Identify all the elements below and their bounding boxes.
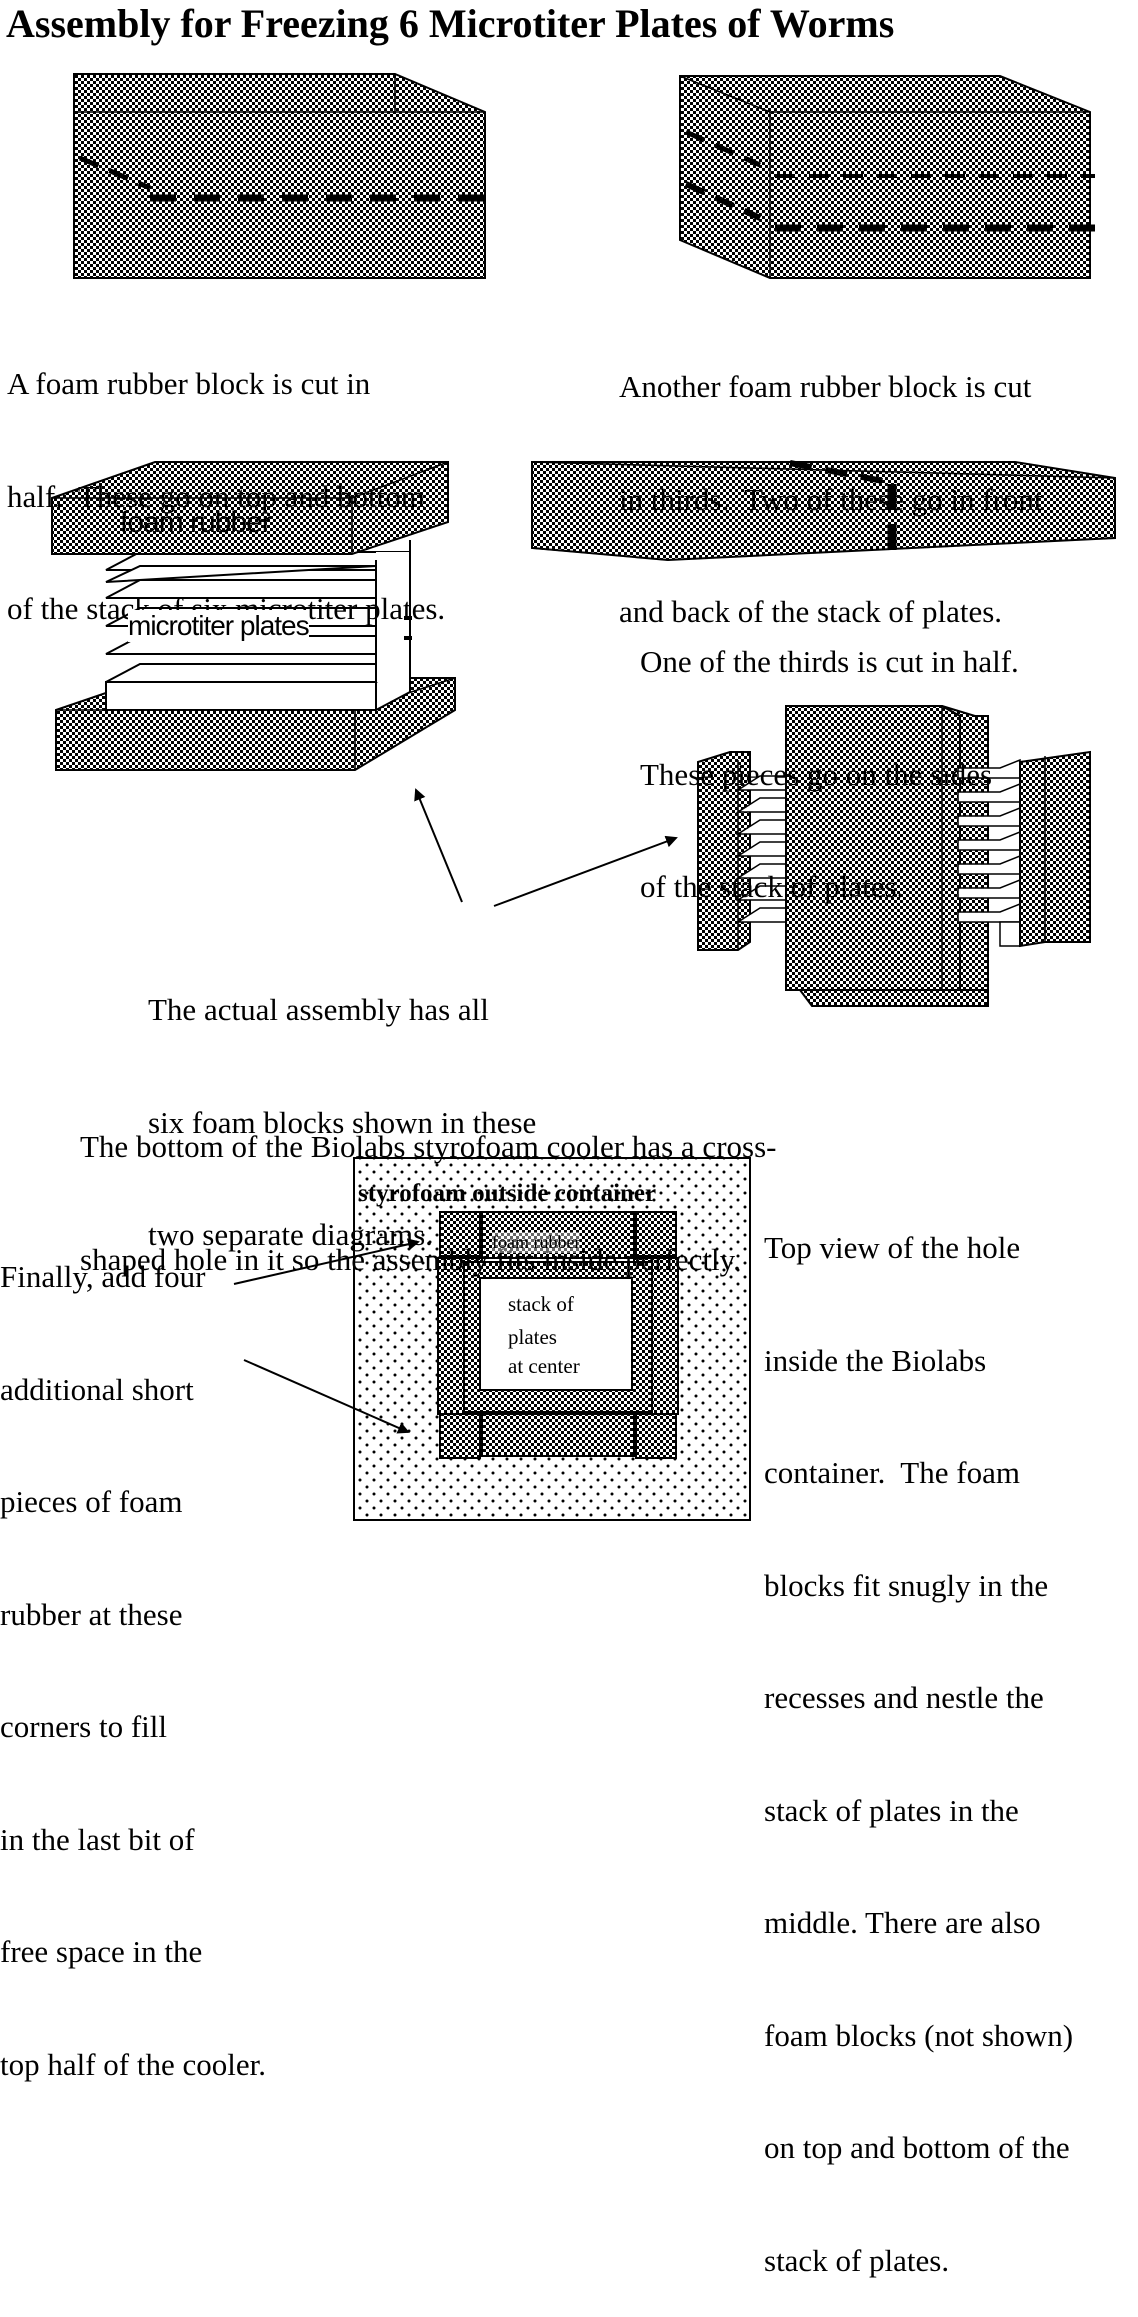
caption-corners: Finally, add four additional short piece… bbox=[0, 1183, 266, 2121]
label-styrofoam-container: styrofoam outside container bbox=[358, 1180, 657, 1207]
caption-line: foam blocks (not shown) bbox=[764, 2017, 1074, 2053]
foam-third-cut-in-half bbox=[531, 460, 1116, 562]
caption-line: two separate diagrams. bbox=[148, 1217, 433, 1252]
caption-line: The actual assembly has all bbox=[148, 992, 489, 1027]
caption-top-view: Top view of the hole inside the Biolabs … bbox=[764, 1154, 1073, 2317]
caption-line: corners to fill bbox=[0, 1709, 168, 1744]
arrow-to-side-assembly bbox=[493, 835, 678, 907]
caption-line: stack of plates in the bbox=[764, 1792, 1019, 1828]
caption-line: One of the thirds is cut in half. bbox=[640, 644, 1019, 679]
caption-line: of the stack of plates. bbox=[640, 869, 905, 904]
caption-line: top half of the cooler. bbox=[0, 2046, 266, 2082]
caption-line: A foam rubber block is cut in bbox=[7, 366, 371, 401]
caption-line: recesses and nestle the bbox=[764, 1680, 1044, 1715]
diagram-canvas bbox=[51, 73, 1116, 1521]
caption-line: container. The foam bbox=[764, 1455, 1020, 1490]
label-stack-line-1: stack of bbox=[508, 1292, 574, 1316]
caption-line: inside the Biolabs bbox=[764, 1342, 987, 1378]
arrow-to-stack bbox=[414, 788, 463, 903]
caption-line: on top and bottom of the bbox=[764, 2130, 1070, 2165]
caption-line: These pieces go on the sides bbox=[640, 756, 993, 792]
label-microtiter-plates: microtiter plates bbox=[128, 610, 310, 642]
caption-line: rubber at these bbox=[0, 1596, 183, 1632]
caption-line: free space in the bbox=[0, 1934, 203, 1969]
caption-line: blocks fit snugly in the bbox=[764, 1567, 1049, 1603]
label-foam-rubber-small: foam rubber bbox=[492, 1232, 581, 1253]
caption-halves: A foam rubber block is cut in half. Thes… bbox=[7, 290, 445, 665]
caption-line: Finally, add four bbox=[0, 1259, 206, 1294]
caption-thirds: Another foam rubber block is cut in thir… bbox=[619, 293, 1042, 668]
foam-block-halves bbox=[73, 73, 490, 279]
arrow-corner-top bbox=[233, 1238, 420, 1285]
arrow-corner-bottom bbox=[243, 1359, 410, 1434]
caption-line: shaped hole in it so the assembly fits i… bbox=[80, 1241, 741, 1277]
caption-assembly: The actual assembly has all six foam blo… bbox=[148, 916, 536, 1291]
foam-block-thirds bbox=[679, 75, 1095, 279]
label-stack-line-2: plates bbox=[508, 1325, 557, 1349]
caption-line: pieces of foam bbox=[0, 1484, 183, 1519]
side-assembly bbox=[697, 705, 1091, 1008]
caption-line: in thirds. Two of these go in front bbox=[619, 481, 1043, 517]
caption-line: Top view of the hole bbox=[764, 1230, 1021, 1265]
page-title: Assembly for Freezing 6 Microtiter Plate… bbox=[6, 1, 895, 46]
caption-line: in the last bit of bbox=[0, 1821, 195, 1857]
caption-third-half: One of the thirds is cut in half. These … bbox=[640, 568, 1019, 943]
caption-line: additional short bbox=[0, 1371, 194, 1407]
caption-line: half. These go on top and bottom bbox=[7, 478, 425, 514]
caption-line: stack of plates. bbox=[764, 2242, 950, 2278]
caption-line: and back of the stack of plates. bbox=[619, 594, 1003, 629]
caption-line: The bottom of the Biolabs styrofoam cool… bbox=[80, 1129, 777, 1164]
label-foam-rubber: foam rubber bbox=[120, 506, 272, 539]
caption-line: six foam blocks shown in these bbox=[148, 1104, 537, 1140]
top-view bbox=[353, 1157, 751, 1521]
label-stack-line-3: at center bbox=[508, 1354, 580, 1378]
caption-line: middle. There are also bbox=[764, 1905, 1041, 1940]
caption-cooler: The bottom of the Biolabs styrofoam cool… bbox=[80, 1053, 776, 1316]
caption-line: Another foam rubber block is cut bbox=[619, 369, 1032, 404]
